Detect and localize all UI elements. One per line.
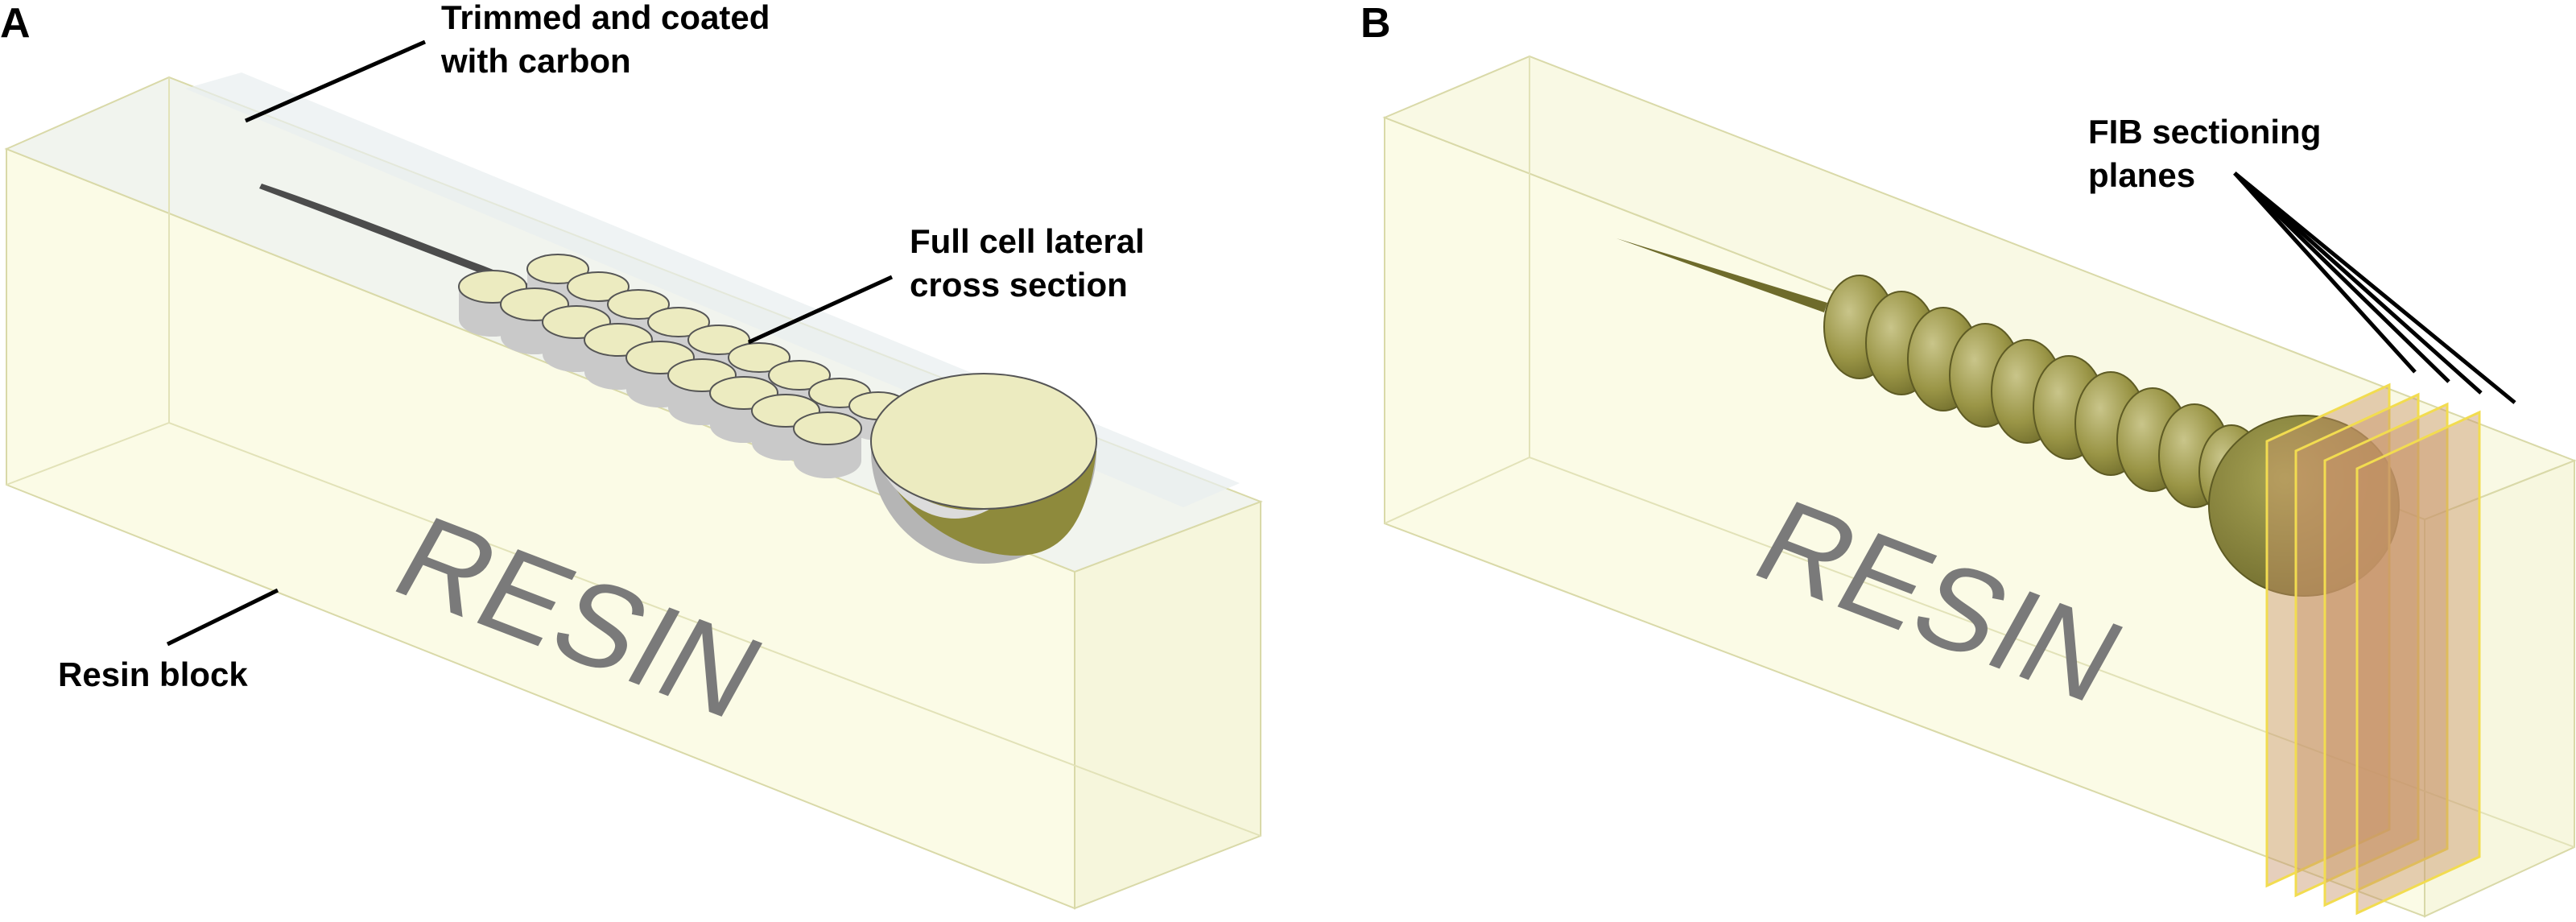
leader-fib-4 (2233, 172, 2516, 404)
cell-segments-a (458, 254, 908, 478)
fib-plane (2323, 402, 2449, 908)
panel-a: A (0, 0, 1263, 910)
flagellum-b (1616, 238, 1827, 312)
label-fib-line-1: FIB sectioning (2088, 113, 2321, 151)
resin-block-b-hidden-edge-2 (1384, 457, 1530, 524)
leader-cross-section (747, 275, 894, 345)
cell-head-a (870, 373, 1097, 564)
segment (793, 411, 862, 478)
label-trimmed-line-1: Trimmed and coated (441, 0, 770, 36)
label-cross-section-line-2: cross section (910, 266, 1128, 304)
fib-plane (2355, 410, 2481, 916)
fib-sectioning-planes (2265, 382, 2481, 916)
resin-block-a-hidden-edge-2 (6, 422, 170, 486)
panel-b: B RESIN (1360, 0, 2576, 918)
label-trimmed-line-2: with carbon (440, 42, 631, 80)
leader-fib-1 (2233, 172, 2417, 374)
leader-resin-block (166, 588, 279, 647)
leader-fib-2 (2233, 172, 2450, 383)
label-resin-block: Resin block (58, 655, 248, 693)
resin-block-b (1382, 55, 2576, 918)
cell-head-b (2208, 415, 2400, 597)
panel-a-letter: A (0, 0, 31, 47)
label-cross-section-line-1: Full cell lateral (910, 222, 1145, 260)
fib-plane (2265, 382, 2391, 888)
label-fib-line-2: planes (2088, 156, 2195, 194)
cell-3d-b (1616, 238, 2400, 597)
leader-trimmed (244, 39, 427, 123)
panel-b-letter: B (1360, 0, 1391, 47)
leader-fib-3 (2233, 172, 2483, 395)
cell-cross-section-a (259, 184, 1097, 564)
resin-block-a-right-face (1074, 500, 1261, 910)
